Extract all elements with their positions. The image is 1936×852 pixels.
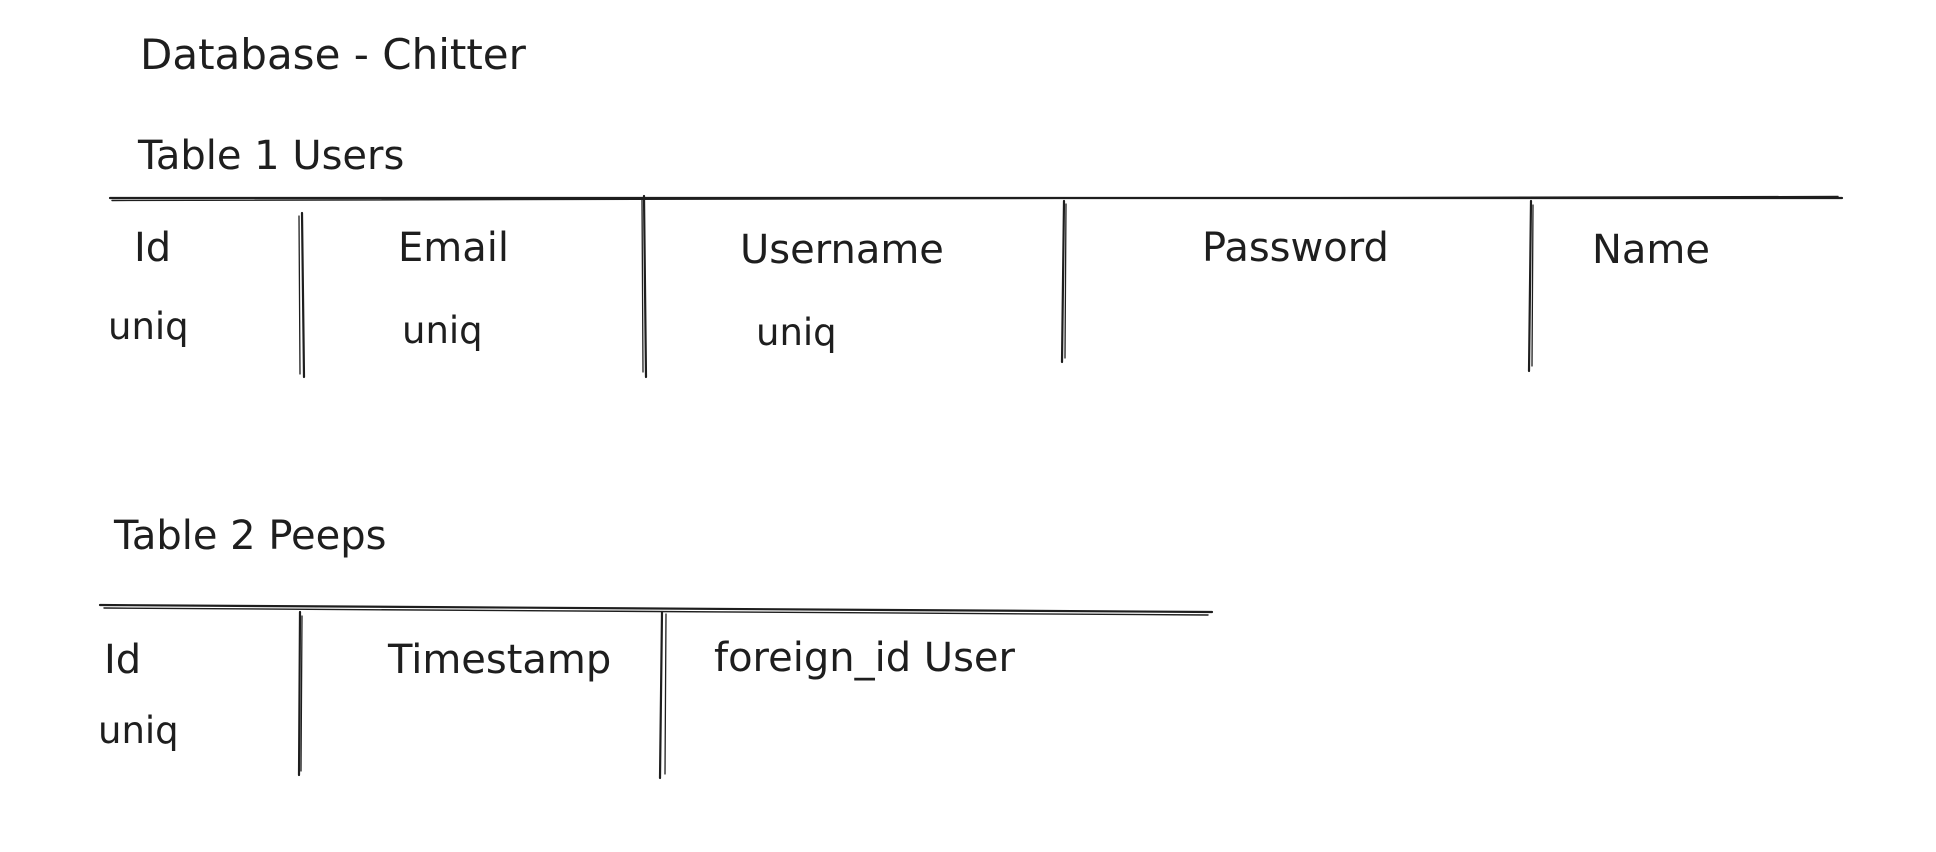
peeps-col-foreign-id-user: foreign_id User bbox=[714, 635, 1015, 681]
peeps-divider-2 bbox=[658, 610, 664, 780]
users-col-email: Email bbox=[398, 225, 509, 271]
users-divider-4b bbox=[1531, 204, 1534, 367]
peeps-col-timestamp: Timestamp bbox=[388, 637, 612, 683]
users-divider-2 bbox=[642, 194, 648, 379]
diagram-title: Database - Chitter bbox=[140, 30, 526, 79]
users-table-heading: Table 1 Users bbox=[138, 133, 405, 179]
users-col-username-note: uniq bbox=[756, 311, 837, 354]
users-divider-3 bbox=[1060, 199, 1066, 364]
peeps-divider-1b bbox=[300, 615, 303, 772]
users-divider-1b bbox=[298, 215, 301, 375]
peeps-col-id: Id bbox=[104, 637, 142, 683]
users-col-id: Id bbox=[134, 225, 172, 271]
users-divider-4 bbox=[1527, 199, 1533, 373]
peeps-divider-1 bbox=[297, 610, 302, 777]
peeps-table-heading: Table 2 Peeps bbox=[114, 513, 387, 559]
peeps-header-rule-2 bbox=[103, 607, 1209, 616]
users-divider-1 bbox=[300, 211, 306, 379]
peeps-header-rule bbox=[98, 603, 1214, 614]
users-col-username: Username bbox=[740, 227, 944, 273]
peeps-divider-2b bbox=[664, 613, 667, 775]
users-divider-3b bbox=[1064, 203, 1067, 359]
users-divider-2b bbox=[641, 199, 644, 373]
users-header-rule-2 bbox=[111, 195, 1839, 202]
peeps-col-id-note: uniq bbox=[98, 709, 179, 752]
users-col-email-note: uniq bbox=[402, 309, 483, 352]
users-col-password: Password bbox=[1202, 225, 1389, 271]
users-col-id-note: uniq bbox=[108, 305, 189, 348]
users-col-name: Name bbox=[1592, 227, 1711, 273]
